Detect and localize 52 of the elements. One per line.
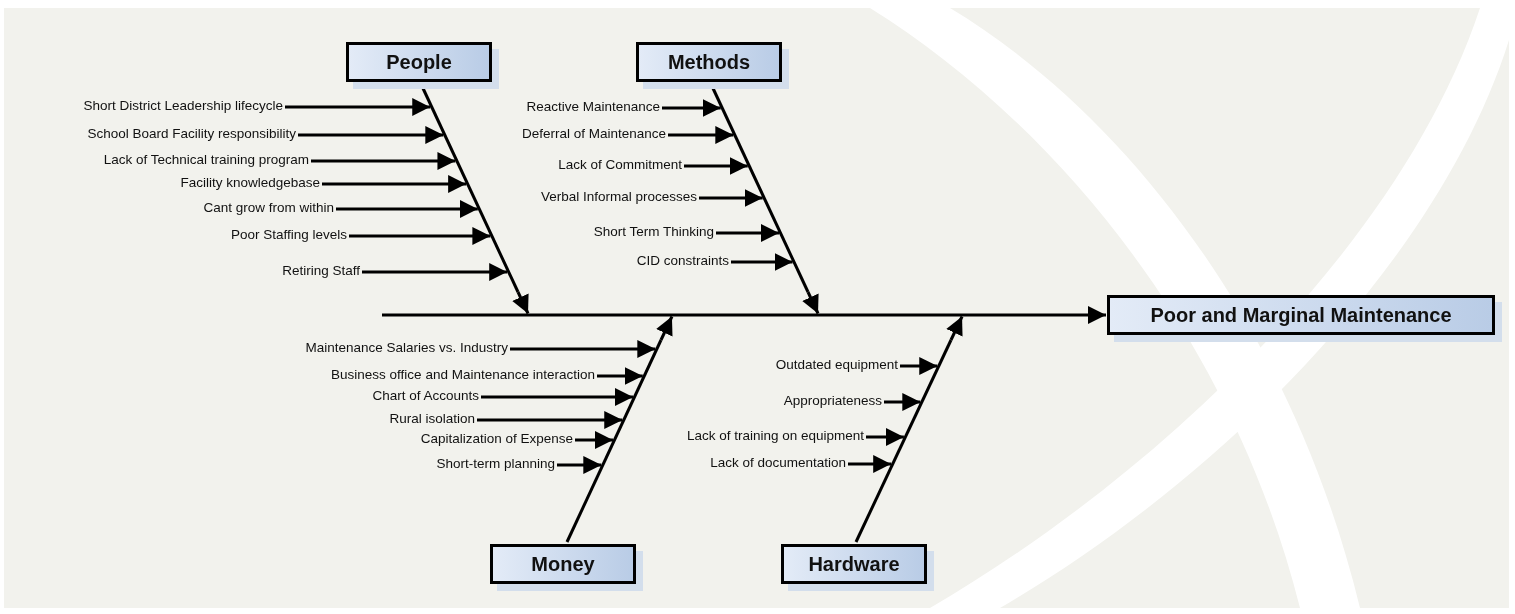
- cause-label: School Board Facility responsibility: [87, 125, 296, 143]
- arrow: [285, 98, 431, 116]
- cause-label: CID constraints: [636, 252, 729, 270]
- arrow: [512, 291, 530, 315]
- cause-label: Lack of documentation: [710, 454, 846, 472]
- arrow: [946, 315, 964, 341]
- arrow: [322, 175, 467, 193]
- cause-label: Facility knowledgebase: [180, 174, 320, 192]
- arrow: [510, 340, 656, 358]
- arrow: [848, 455, 892, 473]
- arrow: [481, 388, 633, 406]
- cause-label: Short District Leadership lifecycle: [83, 97, 283, 115]
- cause-label: Cant grow from within: [203, 199, 334, 217]
- cause-label: Chart of Accounts: [372, 387, 479, 405]
- arrow: [1082, 306, 1106, 324]
- arrow: [311, 152, 456, 170]
- cause-label: Reactive Maintenance: [526, 98, 660, 116]
- cause-label: Outdated equipment: [775, 356, 898, 374]
- arrow: [662, 99, 721, 117]
- arrow: [802, 291, 820, 315]
- arrow: [656, 315, 674, 341]
- cause-label: Rural isolation: [389, 410, 475, 428]
- cause-label: Maintenance Salaries vs. Industry: [305, 339, 508, 357]
- arrow: [866, 428, 904, 446]
- arrow: [699, 189, 763, 207]
- cause-label: Short Term Thinking: [593, 223, 714, 241]
- arrow: [668, 126, 734, 144]
- cause-label: Business office and Maintenance interaction: [331, 366, 595, 384]
- arrow: [684, 157, 748, 175]
- arrow: [349, 227, 491, 245]
- cause-label: Short-term planning: [436, 455, 555, 473]
- cause-label: Lack of training on equipment: [686, 427, 864, 445]
- arrow: [884, 393, 921, 411]
- cause-label: Deferral of Maintenance: [521, 125, 666, 143]
- cause-label: Capitalization of Expense: [420, 430, 573, 448]
- cause-label: Lack of Technical training program: [103, 151, 309, 169]
- arrow: [477, 411, 623, 429]
- arrow: [731, 253, 793, 271]
- arrow: [597, 367, 643, 385]
- arrow: [557, 456, 602, 474]
- cause-label: Appropriateness: [783, 392, 882, 410]
- arrow: [298, 126, 444, 144]
- arrow: [336, 200, 478, 218]
- arrow: [716, 224, 779, 242]
- cause-label: Lack of Commitment: [558, 156, 682, 174]
- arrow: [575, 431, 613, 449]
- cause-label: Retiring Staff: [282, 262, 360, 280]
- cause-label: Verbal Informal processes: [540, 188, 697, 206]
- arrow: [900, 357, 938, 375]
- cause-label: Poor Staffing levels: [230, 226, 347, 244]
- spine-line: [382, 313, 1082, 317]
- arrow: [362, 263, 508, 281]
